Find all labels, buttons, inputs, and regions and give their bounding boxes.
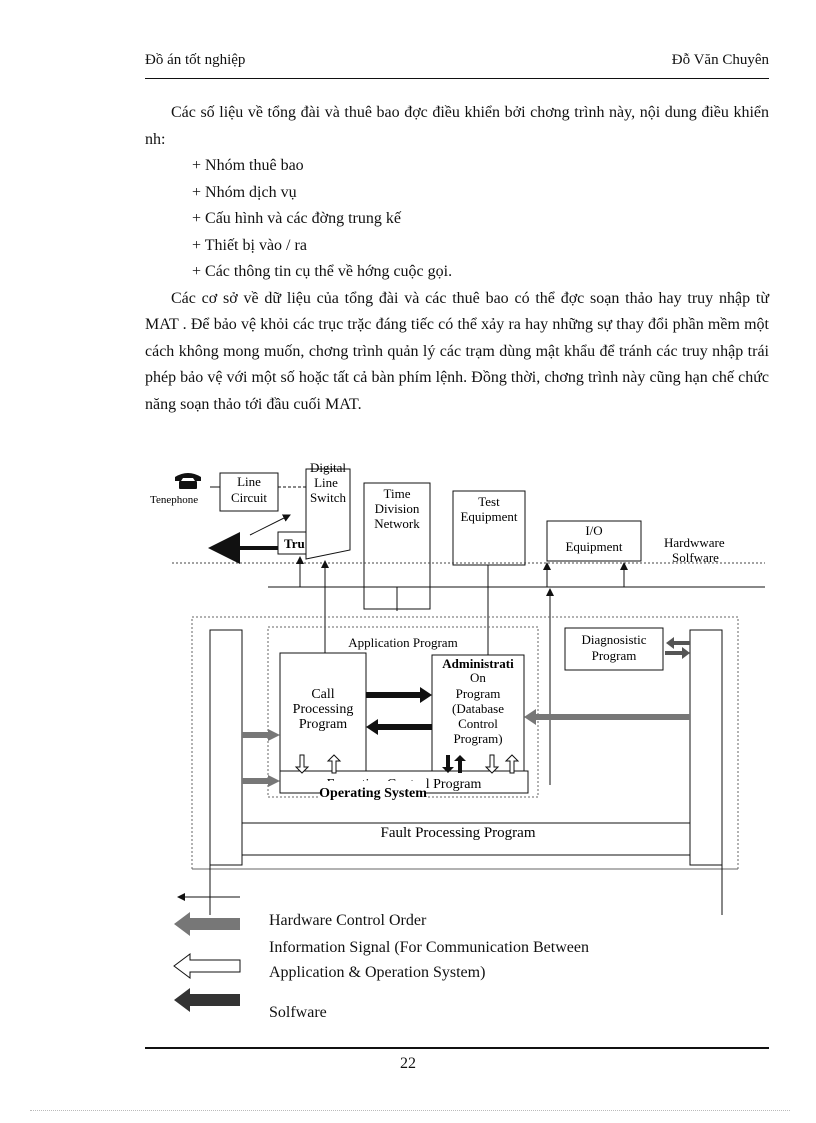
operating-system-label: Operating System: [319, 786, 427, 801]
operating-system-box: [320, 781, 426, 801]
telephone-label: Tenephone: [150, 494, 198, 506]
line-circuit-label-2: Circuit: [231, 490, 267, 505]
call-label-3: Program: [299, 717, 347, 732]
tdn-label-1: Time: [384, 486, 411, 501]
test-equipment-box: [452, 490, 526, 566]
dls-label-2: Line: [314, 475, 338, 490]
software-arrow-icon: [174, 988, 240, 1012]
legend-software-label: Solfware: [269, 1004, 327, 1021]
call-processing-box: [279, 652, 367, 774]
admin-label-3: Program: [456, 686, 501, 701]
admin-label-4: (Database: [452, 701, 504, 716]
bottom-dotted-line: [30, 1110, 790, 1111]
trunk-label: Tru: [284, 536, 305, 551]
digital-line-switch-box: [305, 468, 351, 560]
tdn-label-2: Division: [375, 501, 420, 516]
kernel-region: [191, 616, 739, 870]
administration-box: [431, 654, 525, 774]
tdn-label-3: Network: [374, 516, 420, 531]
legend-info-label-2: Application & Operation System): [269, 964, 486, 981]
diag-label-1: Diagnosistic: [582, 632, 647, 647]
io-equipment-box: [546, 520, 642, 562]
admin-label-6: Program): [453, 731, 502, 746]
list-item: + Thiết bị vào / ra: [192, 236, 307, 254]
system-diagram: Tenephone Line Circuit Digital Line Swit…: [150, 460, 765, 915]
list-item: + Nhóm dịch vụ: [192, 183, 297, 201]
trunk-box: [277, 531, 307, 555]
header-right: Đỗ Văn Chuyên: [671, 52, 769, 68]
header-left: Đồ án tốt nghiệp: [145, 52, 246, 68]
intro-paragraph: Các số liệu về tổng đài và thuê bao đợc …: [145, 104, 769, 148]
second-paragraph: Các cơ sở về dữ liệu của tổng đài và các…: [145, 289, 769, 413]
dls-label-1: Digital: [310, 460, 346, 475]
admin-label-2: On: [470, 670, 486, 685]
list-item: + Các thông tin cụ thể về hớng cuộc gọi.: [192, 263, 453, 280]
io-label-2: Equipment: [565, 539, 622, 554]
page-header: Đồ án tốt nghiệp Đỗ Văn Chuyên: [145, 52, 769, 79]
dls-label-3: Switch: [310, 490, 347, 505]
legend-hardware-label: Hardware Control Order: [269, 912, 427, 929]
admin-label-5: Control: [458, 716, 498, 731]
telephone-icon: [175, 473, 201, 489]
line-circuit-box: [219, 472, 279, 512]
diag-label-2: Program: [592, 648, 637, 663]
hardware-label: Hardwware: [664, 535, 725, 550]
list-item: + Cấu hình và các đờng trung kế: [192, 210, 401, 227]
right-vertical-bar: [689, 629, 723, 866]
call-label-1: Call: [311, 687, 334, 702]
footer-rule: [145, 1047, 769, 1049]
legend-info-label-1: Information Signal (For Communication Be…: [269, 939, 589, 956]
test-eq-label-2: Equipment: [460, 509, 517, 524]
fault-processing-label: Fault Processing Program: [381, 825, 536, 841]
call-label-2: Processing: [293, 702, 354, 717]
io-label-1: I/O: [585, 523, 602, 538]
page-number: 22: [400, 1055, 416, 1072]
legend-icons: [173, 912, 241, 1012]
diagnostic-program-box: [564, 627, 664, 671]
admin-label-1: Administrati: [442, 656, 514, 671]
software-label: Solfware: [672, 550, 719, 565]
info-signal-arrow-icon: [173, 953, 241, 979]
body-text: Các số liệu về tổng đài và thuê bao đợc …: [145, 100, 769, 418]
hardware-control-arrow-icon: [174, 912, 240, 936]
list-item: + Nhóm thuê bao: [192, 157, 304, 174]
application-program-label: Application Program: [348, 635, 457, 650]
line-circuit-label-1: Line: [237, 474, 261, 489]
left-vertical-bar: [209, 629, 243, 866]
test-eq-label-1: Test: [478, 494, 500, 509]
